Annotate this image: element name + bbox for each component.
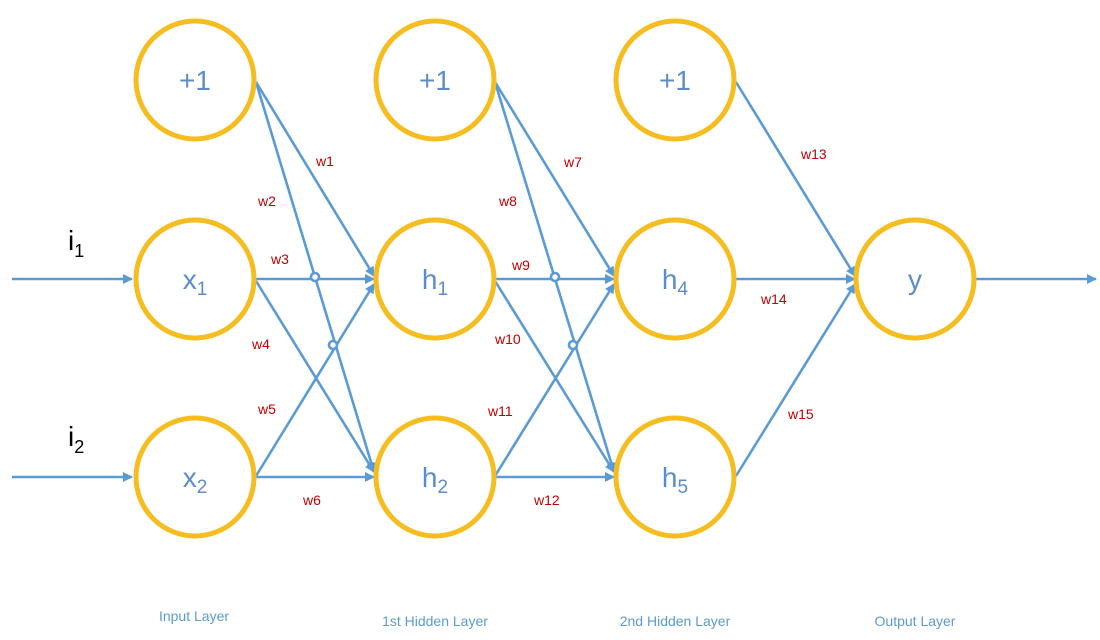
edge-crossing-hop — [567, 339, 579, 351]
svg-text:+1: +1 — [419, 65, 451, 96]
svg-text:h4: h4 — [662, 264, 689, 300]
layer-labels: Input Layer 1st Hidden Layer 2nd Hidden … — [159, 608, 956, 629]
weight-label-w5: w5 — [257, 401, 276, 417]
edge-crossing-hop — [309, 271, 321, 283]
node-x1: x1 — [133, 217, 257, 341]
svg-text:h1: h1 — [422, 264, 448, 300]
edge-w5 — [254, 283, 376, 477]
bias-node-hidden2: +1 — [613, 18, 737, 142]
layer-label-output: Output Layer — [875, 613, 956, 629]
weight-label-w9: w9 — [511, 257, 530, 273]
layer-label-hidden1: 1st Hidden Layer — [382, 613, 488, 629]
node-h1: h1 — [373, 217, 497, 341]
svg-text:h5: h5 — [662, 462, 688, 498]
edge-w15 — [734, 283, 857, 477]
node-x2: x2 — [133, 415, 257, 539]
weight-label-w3: w3 — [270, 251, 289, 267]
weight-label-w1: w1 — [315, 153, 334, 169]
edge-w10 — [493, 280, 616, 473]
weight-label-w2: w2 — [257, 193, 276, 209]
edge-w13 — [734, 81, 857, 277]
edge-crossing-hop — [549, 271, 561, 283]
edge-w11 — [493, 283, 616, 477]
nodes: +1 x1 x2 +1 h1 h2 +1 h4 — [133, 18, 977, 539]
weight-label-w11: w11 — [487, 403, 513, 419]
node-h2: h2 — [373, 415, 497, 539]
weight-label-w15: w15 — [787, 406, 814, 422]
weight-label-w7: w7 — [563, 154, 582, 170]
svg-text:+1: +1 — [659, 65, 691, 96]
edge-w4 — [254, 280, 376, 473]
bias-node-hidden1: +1 — [373, 18, 497, 142]
edge-w7 — [493, 81, 616, 277]
weight-label-w14: w14 — [760, 291, 787, 307]
weight-labels: w1 w2 w3 w4 w5 w6 w7 w8 w9 w10 w11 w12 w… — [251, 146, 827, 508]
weight-label-w6: w6 — [302, 492, 321, 508]
edges — [12, 81, 1097, 482]
svg-text:x2: x2 — [183, 462, 208, 498]
layer-label-input: Input Layer — [159, 608, 229, 624]
svg-text:x1: x1 — [183, 264, 208, 300]
weight-label-w13: w13 — [800, 146, 827, 162]
node-h5: h5 — [613, 415, 737, 539]
weight-label-w4: w4 — [251, 336, 270, 352]
weight-label-w8: w8 — [498, 193, 517, 209]
weight-label-w12: w12 — [533, 492, 560, 508]
edge-crossing-hop — [327, 339, 339, 351]
input-label-i1: i1 — [68, 225, 84, 261]
svg-text:+1: +1 — [179, 65, 211, 96]
svg-text:h2: h2 — [422, 462, 448, 498]
edge-w1 — [254, 81, 376, 277]
node-h4: h4 — [613, 217, 737, 341]
bias-node-input: +1 — [133, 18, 257, 142]
svg-text:y: y — [908, 264, 922, 295]
node-y: y — [853, 217, 977, 341]
weight-label-w10: w10 — [494, 331, 521, 347]
input-label-i2: i2 — [68, 421, 84, 457]
input-labels: i1 i2 — [68, 225, 84, 457]
layer-label-hidden2: 2nd Hidden Layer — [620, 613, 731, 629]
